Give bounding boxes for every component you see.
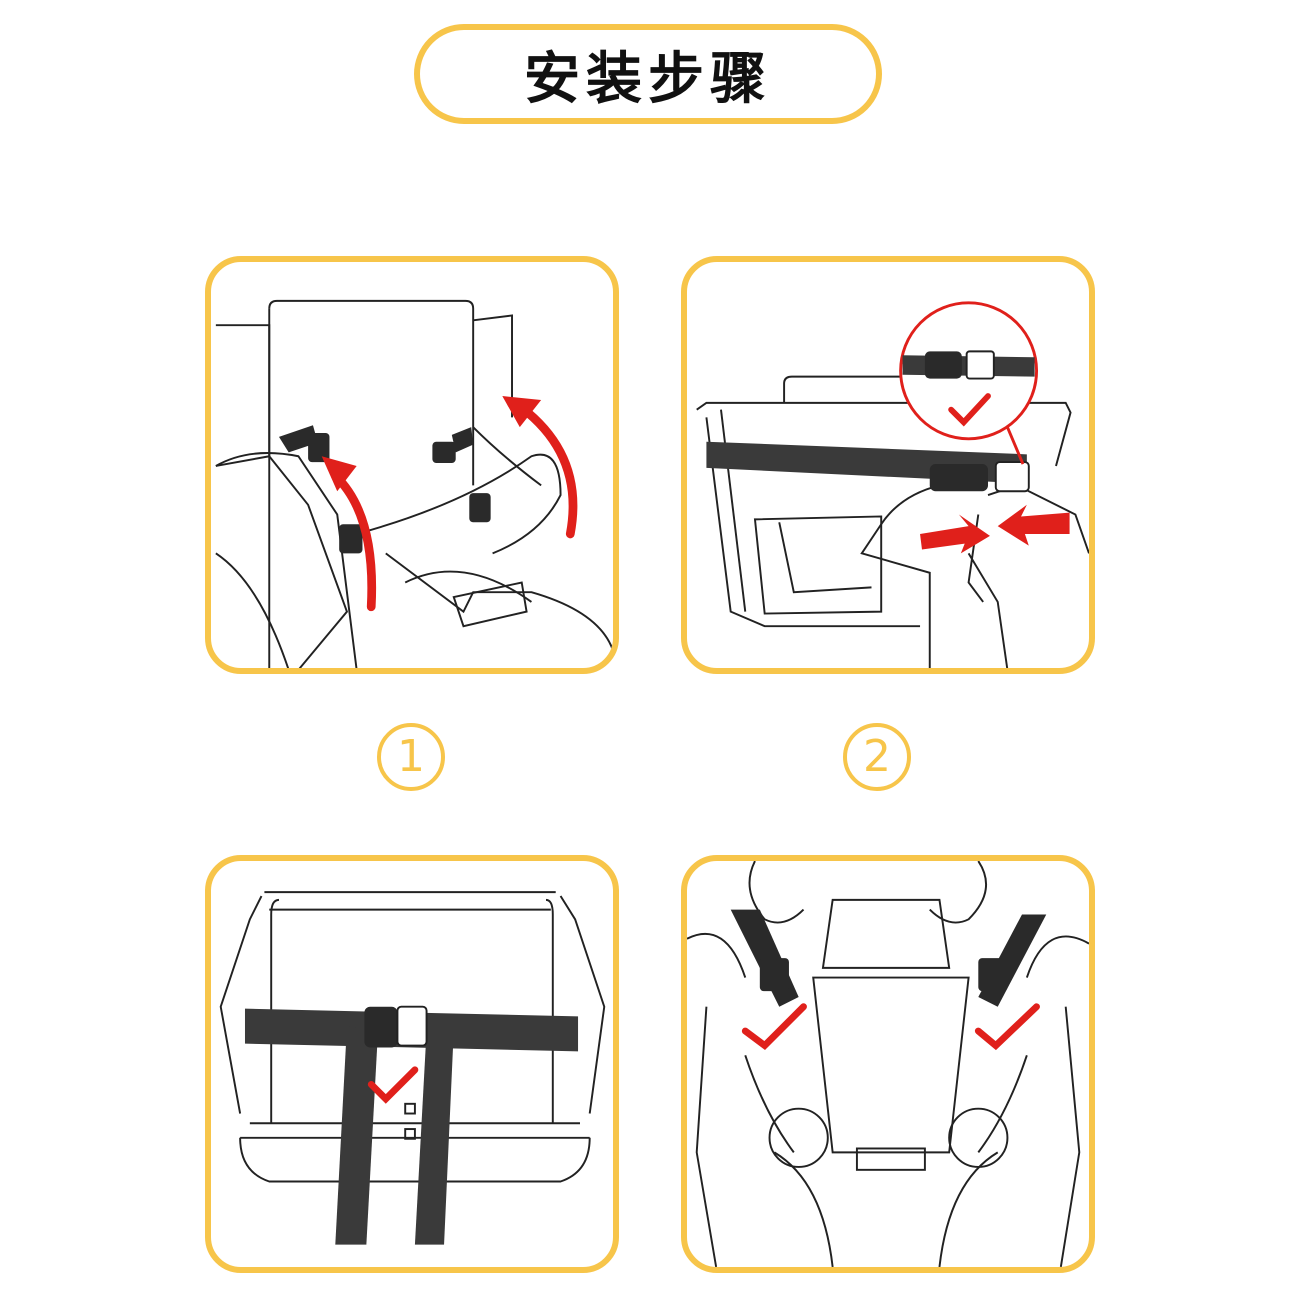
step-2-illustration xyxy=(681,256,1095,674)
title-pill: 安装步骤 xyxy=(414,24,882,124)
step-4-illustration xyxy=(681,855,1095,1273)
page-title: 安装步骤 xyxy=(524,46,772,112)
step-number-2-label: 2 xyxy=(863,731,891,782)
buckle-left-top xyxy=(308,432,330,463)
buckle-shoulder-left xyxy=(759,958,789,992)
step-number-2: 2 xyxy=(843,723,911,791)
buckle-right-bottom xyxy=(469,493,491,523)
clip-buckle-illustration xyxy=(696,301,1089,668)
step-number-1-label: 1 xyxy=(397,731,425,782)
baby-seated-illustration xyxy=(687,861,1089,1267)
buckle-male xyxy=(994,461,1030,493)
step-3-illustration xyxy=(205,855,619,1273)
buckle-shoulder-right xyxy=(978,958,1008,992)
buckle-right-top xyxy=(432,441,456,464)
buckle-center-right xyxy=(396,1005,428,1047)
step-number-1: 1 xyxy=(377,723,445,791)
chair-buckle-illustration xyxy=(215,299,613,668)
chair-back-strap-illustration xyxy=(219,891,606,1245)
step-1-illustration xyxy=(205,256,619,674)
buckle-center-left xyxy=(364,1006,398,1048)
buckle-left-bottom xyxy=(339,524,363,554)
buckle-female xyxy=(929,464,989,492)
